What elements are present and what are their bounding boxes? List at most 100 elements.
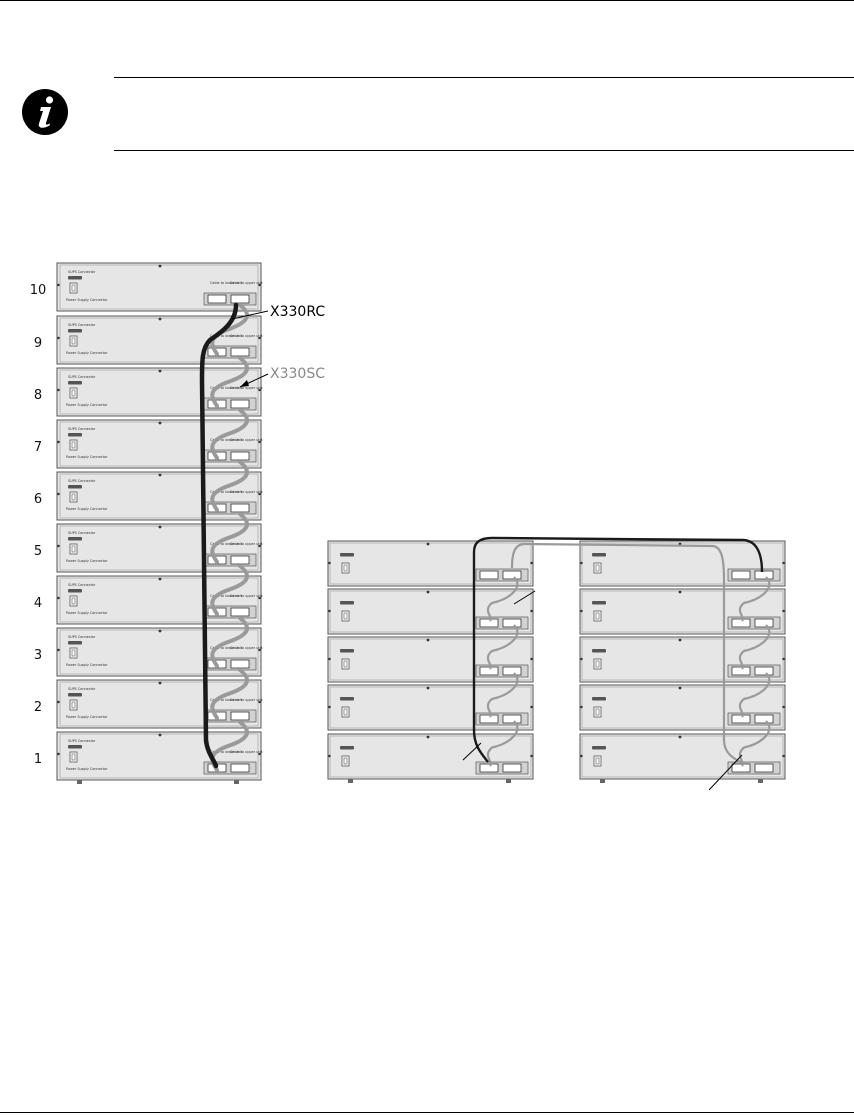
cascade-up-label: Cable to upper unit: [230, 750, 263, 754]
unit-number: 6: [34, 492, 42, 507]
sups-connector-port: [68, 381, 82, 385]
left-stack-cables: [199, 302, 249, 772]
unit-number: 4: [34, 596, 42, 611]
sups-connector-label: SUPS Connector: [68, 323, 96, 327]
cascade-up-label: Cable to upper unit: [230, 698, 263, 702]
stacking-cable: [510, 542, 745, 765]
ear-screw: [258, 544, 261, 548]
power-supply-port: [341, 562, 350, 574]
redundant-cable: [199, 302, 239, 769]
power-supply-port: [593, 755, 602, 767]
sups-connector-label: SUPS Connector: [68, 583, 96, 587]
power-supply-port: [69, 387, 78, 399]
chassis-inner-border: [59, 733, 259, 779]
ear-screw: [328, 705, 331, 709]
cascade-up-port: [754, 570, 774, 580]
cascade-up-port: [230, 711, 250, 721]
sups-connector-port: [340, 746, 354, 750]
ear-screw: [530, 561, 533, 565]
ear-screw: [57, 596, 60, 600]
ear-screw: [580, 609, 583, 613]
power-supply-port: [341, 755, 350, 767]
mount-screw: [158, 629, 162, 633]
switch-unit: [327, 636, 534, 683]
stacking-cable: [738, 624, 771, 670]
cascade-down-port: [731, 763, 751, 773]
cascade-up-label: Cable to upper unit: [230, 490, 263, 494]
cascade-down-label: Cable to lower unit: [210, 750, 243, 754]
cascade-down-label: Cable to lower unit: [210, 386, 243, 390]
ear-screw: [530, 754, 533, 758]
redundant-cable-callout: X330RC: [231, 304, 325, 320]
stacking-cable: [486, 720, 519, 767]
sups-connector-port: [68, 433, 82, 437]
ear-screw: [580, 705, 583, 709]
power-supply-port: [69, 282, 78, 294]
ear-screw: [328, 609, 331, 613]
mount-screw: [678, 590, 682, 594]
sups-connector-port: [68, 693, 82, 697]
cascade-down-port: [479, 714, 499, 724]
unit-number: 10: [30, 283, 47, 298]
power-supply-connector-label: Power Supply Connector: [66, 455, 108, 459]
power-supply-pin: [595, 708, 600, 716]
power-supply-port: [69, 699, 78, 711]
power-supply-port: [69, 751, 78, 763]
ear-screw: [580, 657, 583, 661]
mount-screw: [678, 686, 682, 690]
chassis-foot: [234, 780, 239, 784]
middle-switch-stack: [327, 540, 534, 783]
sups-connector-port: [340, 649, 354, 653]
switch-unit: [327, 588, 534, 635]
power-supply-port: [341, 706, 350, 718]
sups-connector-port: [68, 329, 82, 333]
ear-screw: [57, 336, 60, 340]
switch-unit: [327, 684, 534, 731]
unit-number: 5: [34, 544, 42, 559]
sups-connector-port: [592, 601, 606, 605]
ear-screw: [258, 648, 261, 652]
mount-screw: [426, 638, 430, 642]
power-supply-pin: [71, 441, 76, 449]
sups-connector-port: [68, 589, 82, 593]
switch-unit: [579, 540, 786, 587]
cascade-up-port: [502, 666, 522, 676]
ear-screw: [782, 561, 785, 565]
stacking-cable: [486, 672, 519, 718]
ear-screw: [258, 440, 261, 444]
power-supply-connector-label: Power Supply Connector: [66, 611, 108, 615]
cascade-up-port: [502, 714, 522, 724]
ear-screw: [57, 492, 60, 496]
power-supply-port: [593, 658, 602, 670]
sups-connector-label: SUPS Connector: [68, 635, 96, 639]
unit-number: 8: [34, 388, 42, 403]
power-supply-port: [593, 706, 602, 718]
cascade-down-port: [479, 618, 499, 628]
stacking-cable: [486, 576, 519, 622]
power-supply-port: [69, 491, 78, 503]
mount-screw: [158, 681, 162, 685]
cascade-up-port: [230, 555, 250, 565]
sups-connector-label: SUPS Connector: [68, 427, 96, 431]
chassis-foot: [348, 779, 353, 783]
stacking-cable: [210, 356, 249, 408]
ear-screw: [258, 283, 261, 287]
ear-screw: [258, 700, 261, 704]
power-supply-connector-label: Power Supply Connector: [66, 403, 108, 407]
cascade-up-port: [754, 666, 774, 676]
power-supply-pin: [595, 612, 600, 620]
stacking-cable: [210, 668, 249, 720]
ear-screw: [57, 440, 60, 444]
cascade-up-port: [754, 618, 774, 628]
power-supply-connector-label: Power Supply Connector: [66, 715, 108, 719]
info-note-icon: [22, 89, 68, 135]
sups-connector-port: [592, 553, 606, 557]
power-supply-port: [341, 610, 350, 622]
cascade-up-label: Cable to upper unit: [230, 542, 263, 546]
sups-connector-port: [592, 697, 606, 701]
chassis-inner-border: [59, 629, 259, 675]
sups-connector-port: [68, 641, 82, 645]
power-supply-pin: [71, 337, 76, 345]
